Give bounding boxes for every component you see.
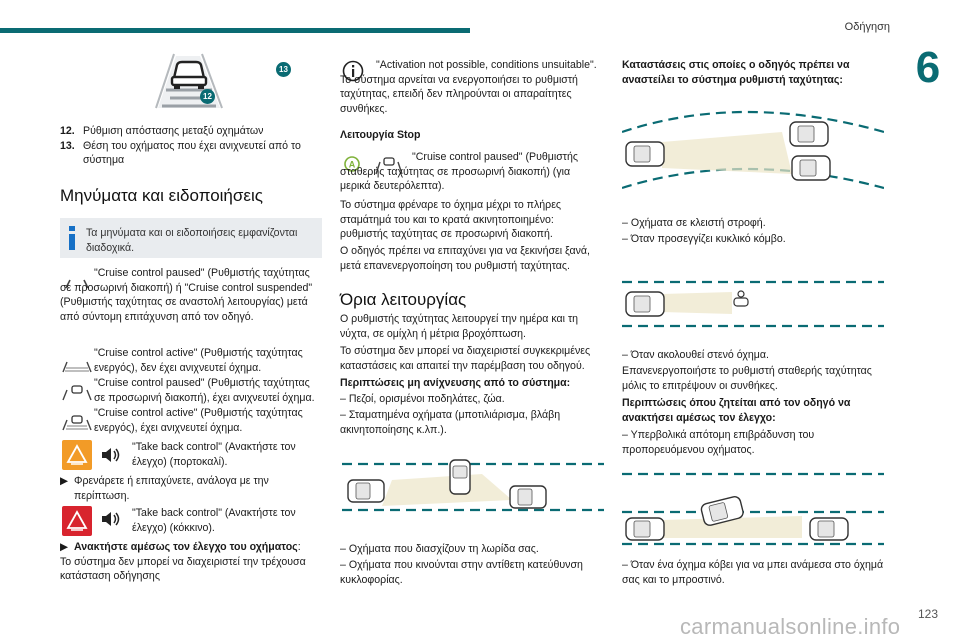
watermark: carmanualsonline.info (680, 614, 901, 639)
speaker-icon (102, 512, 120, 526)
message-take-back-red: "Take back control" (Ανακτήστε τον έλεγχ… (132, 507, 296, 534)
message-take-back-orange: "Take back control" (Ανακτήστε τον έλεγχ… (132, 441, 296, 468)
message-cruise-active-vehicle: "Cruise control active" (Ρυθμιστής ταχύτ… (94, 407, 303, 434)
arrow-right-icon: ▶ (60, 475, 69, 487)
non-detection-item: – Πεζοί, ορισμένοι ποδηλάτες, ζώα. (340, 393, 505, 405)
bottom-item: – Οχήματα που κινούνται στην αντίθετη κα… (340, 559, 583, 586)
cut-in-item: – Όταν ένα όχημα κόβει για να μπει ανάμε… (622, 559, 884, 586)
cruise-paused-vehicle-icon (62, 385, 92, 401)
messages-heading: Μηνύματα και ειδοποιήσεις (60, 186, 263, 205)
message-cruise-paused-vehicle: "Cruise control paused" (Ρυθμιστής ταχύτ… (94, 377, 315, 404)
info-circle-icon (342, 60, 364, 82)
cruise-paused-icon (375, 157, 403, 175)
action-take-control: ▶ Ανακτήστε αμέσως τον έλεγχο του οχήματ… (60, 541, 306, 583)
bottom-item: – Οχήματα που διασχίζουν τη λωρίδα σας. (340, 543, 539, 555)
action-brake-accelerate: ▶ Φρενάρετε ή επιταχύνετε, ανάλογα με τη… (60, 475, 269, 502)
svg-text:A: A (349, 160, 356, 170)
speaker-icon (102, 448, 120, 462)
info-icon (69, 226, 75, 250)
cruise-active-icon (62, 361, 92, 373)
message-cruise-active-no-vehicle: "Cruise control active" (Ρυθμιστής ταχύτ… (94, 347, 303, 374)
section-title: Οδήγηση (844, 21, 890, 33)
arrow-right-icon: ▶ (60, 541, 69, 553)
limits-paragraph-2: Το σύστημα δεν μπορεί να διαχειριστεί συ… (340, 345, 591, 372)
callout-badge-13: 13 (276, 62, 291, 77)
suspend-item: – Οχήματα σε κλειστή στροφή. (622, 217, 766, 229)
cruise-active-vehicle-icon (62, 415, 92, 431)
stop-mode-heading: Λειτουργία Stop (340, 129, 421, 141)
message-cruise-paused-suspended: "Cruise control paused" (Ρυθμιστής ταχύτ… (60, 267, 313, 323)
narrow-vehicle-item: – Όταν ακολουθεί στενό όχημα. (622, 349, 769, 361)
activation-not-possible-note: "Activation not possible, conditions uns… (340, 59, 597, 115)
limits-paragraph-1: Ο ρυθμιστής ταχύτητας λειτουργεί την ημέ… (340, 313, 579, 340)
take-control-heading: Περιπτώσεις όπου ζητείται από τον οδηγό … (622, 397, 851, 424)
legend-item-12: 12. Ρύθμιση απόστασης μεταξύ οχημάτων (60, 125, 264, 137)
info-box: Τα μηνύματα και οι ειδοποιήσεις εμφανίζο… (60, 218, 322, 258)
non-detection-item: – Σταματημένα οχήματα (μποτιλιάρισμα, βλ… (340, 409, 561, 436)
distance-diagram (136, 48, 240, 110)
narrow-vehicle-diagram (622, 280, 884, 328)
non-detection-heading: Περιπτώσεις μη ανίχνευσης από το σύστημα… (340, 377, 571, 389)
stop-mode-paragraph-2: Ο οδηγός πρέπει να επιταχύνει για να ξεκ… (340, 245, 590, 272)
warning-red-icon (62, 506, 92, 536)
cut-in-diagram (622, 472, 884, 546)
chapter-number: 6 (915, 43, 941, 92)
suspend-item: – Όταν προσεγγίζει κυκλικό κόμβο. (622, 233, 786, 245)
page-number: 123 (917, 607, 938, 621)
stop-mode-message: "Cruise control paused" (Ρυθμιστής σταθε… (340, 151, 578, 193)
suspend-conditions-heading: Καταστάσεις στις οποίες ο οδηγός πρέπει … (622, 59, 850, 86)
warning-orange-icon (62, 440, 92, 470)
header-bar (0, 28, 470, 33)
cruise-paused-icon (65, 279, 89, 289)
legend-item-13: 13. Θέση του οχήματος που έχει ανιχνευτε… (60, 139, 301, 167)
limits-heading: Όρια λειτουργίας (340, 290, 467, 309)
callout-badge-12: 12 (200, 89, 215, 104)
crossing-vehicle-diagram (342, 459, 604, 512)
stop-mode-paragraph-1: Το σύστημα φρέναρε το όχημα μέχρι το πλή… (340, 199, 562, 241)
cruise-stop-icon: A (344, 156, 360, 172)
tight-curve-diagram (622, 110, 884, 190)
take-control-item: – Υπερβολικά απότομη επιβράδυνση του προ… (622, 429, 815, 456)
reactivate-paragraph: Επανενεργοποιήστε το ρυθμιστή σταθερής τ… (622, 365, 872, 392)
